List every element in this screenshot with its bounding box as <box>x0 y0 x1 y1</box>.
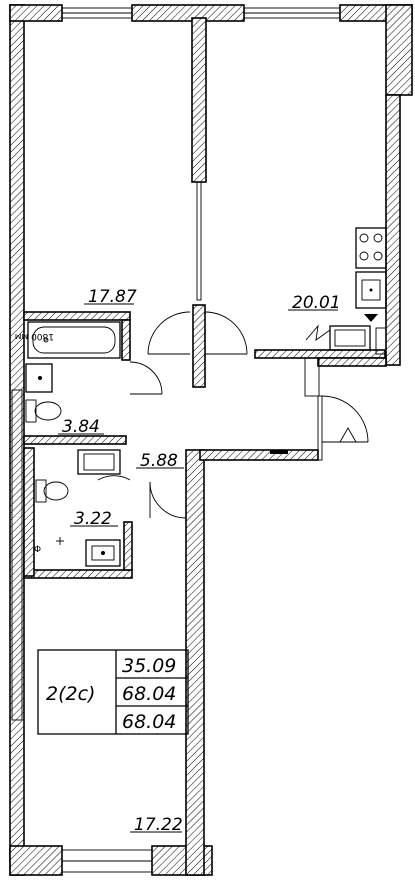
corridor-wall <box>199 449 319 461</box>
room-area-kitchen: 20.01 <box>292 293 341 313</box>
room-area-bedroom-bottom: 17.22 <box>134 815 183 835</box>
stove-icon <box>355 227 387 269</box>
room-area-bathroom: 3.84 <box>62 417 100 437</box>
apartment-summary: 2(2с) 35.09 68.04 68.04 <box>37 649 189 735</box>
kitchen-bottom-wall <box>254 349 386 359</box>
total-area-with-balcony-value: 68.04 <box>122 711 176 733</box>
right-wall-kitchen <box>385 94 401 366</box>
toilet-left-wall <box>23 447 35 577</box>
bedroom-kitchen-wall <box>191 17 207 183</box>
electric-panel-icon <box>305 324 331 341</box>
door-swing-icon <box>97 311 369 519</box>
toilet-icon <box>35 479 69 503</box>
bottom-wall-left <box>9 845 63 876</box>
bathtub-icon <box>27 321 121 359</box>
top-wall-left <box>9 4 63 22</box>
kitchen-niche-wall <box>317 357 387 367</box>
right-wall-upper <box>385 4 413 96</box>
window-icon <box>11 7 341 873</box>
partition-wall-center <box>192 304 206 388</box>
bath-top-wall <box>23 311 131 321</box>
entry-panel-icon <box>270 450 288 454</box>
toilet-icon <box>25 399 62 423</box>
bottom-bedroom-right-wall <box>185 449 205 876</box>
room-area-bedroom-top: 17.87 <box>88 287 137 307</box>
bath-bottom-wall <box>23 435 127 445</box>
toilet-right-wall <box>123 521 133 571</box>
living-area-value: 35.09 <box>122 655 176 677</box>
kitchen-sink-icon <box>355 271 387 309</box>
drain-arrow-icon <box>364 314 378 322</box>
bathtub-length-label: 1800 мм <box>15 331 54 341</box>
top-wall-middle <box>131 4 245 22</box>
total-area-value: 68.04 <box>122 683 176 705</box>
sink-icon <box>85 539 121 567</box>
shower-drain-icon: Φ <box>34 545 41 555</box>
fridge-icon <box>329 325 387 355</box>
room-area-toilet: 3.22 <box>74 509 112 529</box>
interior-walls <box>23 17 387 579</box>
apartment-type: 2(2с) <box>46 683 95 705</box>
bath-right-wall <box>121 319 131 361</box>
sink-icon <box>25 363 53 393</box>
toilet-bottom-wall <box>23 569 133 579</box>
washing-machine-icon <box>77 449 121 475</box>
room-area-hallway: 5.88 <box>140 451 178 471</box>
